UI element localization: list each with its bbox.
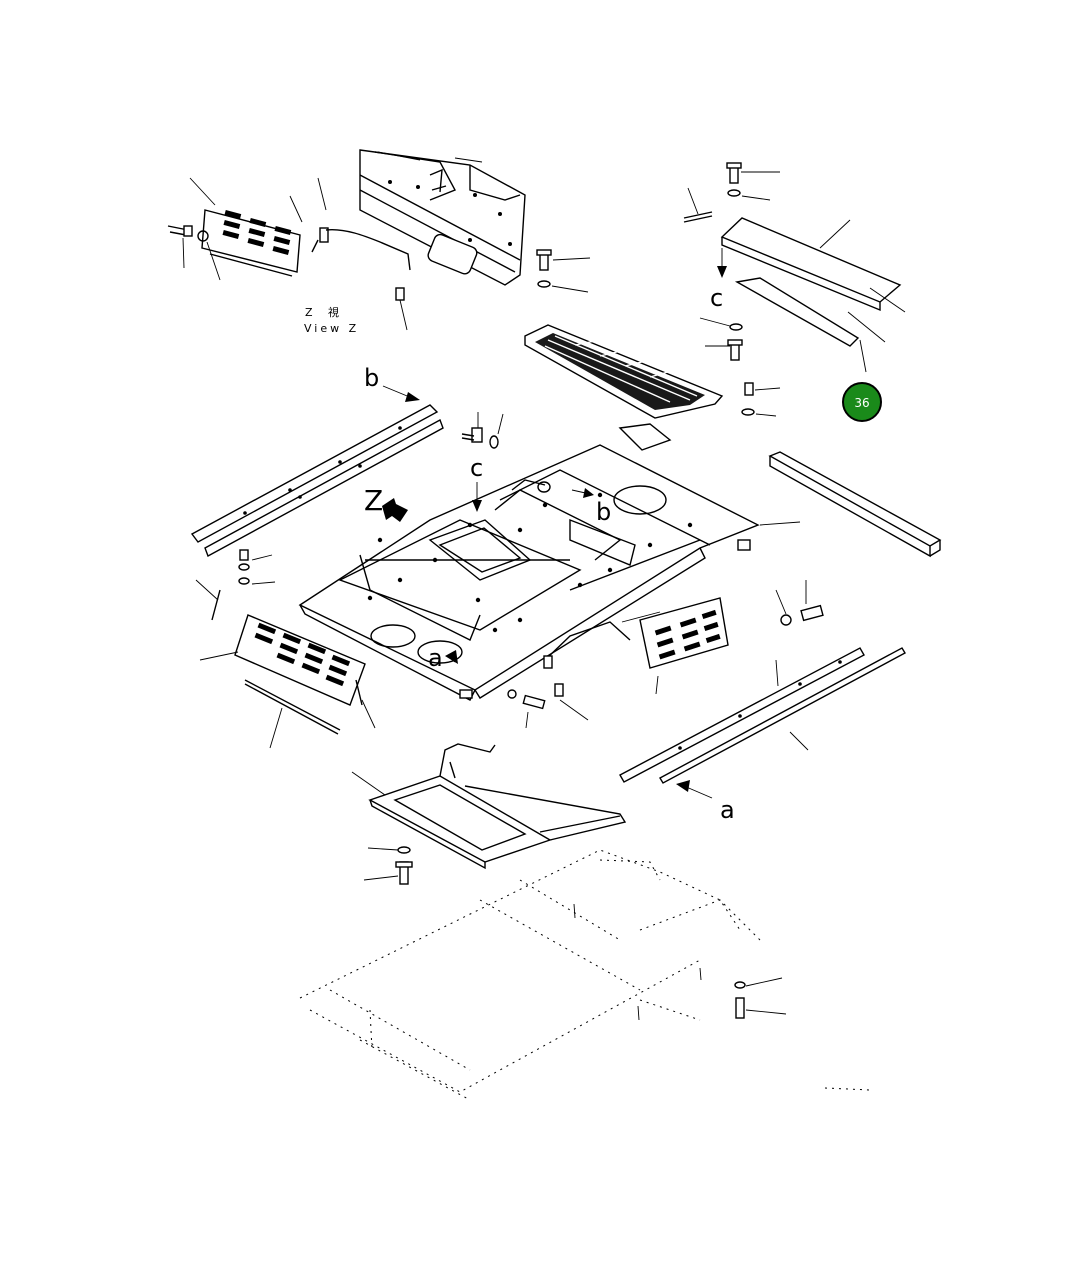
main-roof-assembly: c b a Z	[298, 423, 801, 701]
upper-frame-fragment	[359, 149, 526, 286]
part-callout-36[interactable]: 36	[842, 382, 882, 422]
ref-label-c-top: c	[710, 284, 723, 312]
view-z-caption: Z 視 View Z	[304, 305, 359, 335]
bolt-set-left	[195, 412, 504, 621]
left-rail-b: b	[190, 364, 444, 558]
lower-wire-harness	[507, 621, 631, 729]
grille-panel	[524, 324, 724, 419]
base-frame-phantom	[299, 849, 871, 1101]
top-right-cover-assembly: c	[683, 162, 906, 373]
view-z-title-jp: Z 視	[305, 305, 345, 319]
wire-harness	[311, 177, 411, 331]
ref-label-c-center: c	[470, 454, 483, 482]
lower-left-louver-panel	[199, 614, 376, 749]
callout-number: 36	[854, 396, 869, 410]
lower-right-louver-panel	[621, 597, 729, 695]
ref-label-b-center: b	[596, 498, 611, 526]
right-rail-a: a	[619, 647, 906, 824]
view-z-louver-assembly	[167, 177, 303, 281]
callout-badge[interactable]	[842, 382, 882, 422]
hatch-frame	[351, 743, 627, 885]
view-arrow-z-label: Z	[364, 484, 383, 517]
ref-label-b-left: b	[364, 364, 379, 392]
view-z-arrow-icon	[382, 498, 408, 522]
bolt-set-upper-center	[536, 249, 591, 293]
bolt-set-right-mid	[775, 580, 824, 626]
bolt-set-right-column	[699, 317, 781, 417]
view-z-title-en: View Z	[304, 322, 359, 335]
ref-label-a-right: a	[720, 796, 735, 824]
ref-label-a-center: a	[428, 644, 443, 672]
square-beam	[768, 451, 942, 558]
